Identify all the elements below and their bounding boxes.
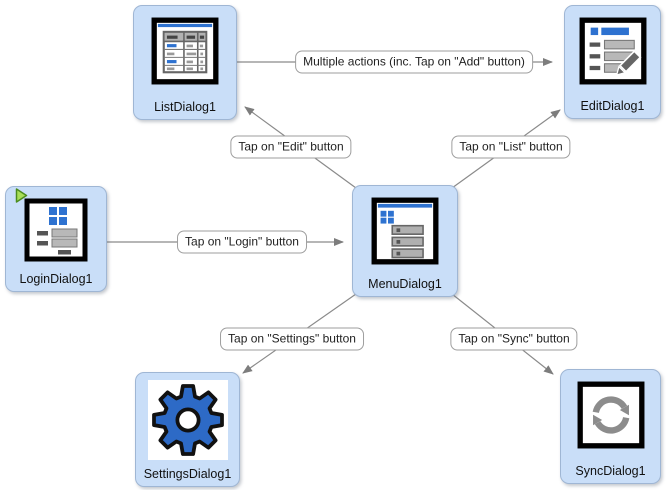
node-label: SettingsDialog1 bbox=[143, 467, 232, 481]
node-edit-dialog[interactable]: EditDialog1 bbox=[564, 5, 661, 119]
node-label: EditDialog1 bbox=[580, 99, 645, 113]
pencil-icon bbox=[615, 50, 641, 76]
node-label: MenuDialog1 bbox=[368, 277, 442, 291]
sync-icon bbox=[577, 381, 644, 449]
node-label: LoginDialog1 bbox=[19, 272, 93, 286]
edge-label-tap-edit[interactable]: Tap on "Edit" button bbox=[230, 135, 352, 159]
node-login-dialog[interactable]: LoginDialog1 bbox=[5, 186, 107, 292]
node-menu-dialog[interactable]: MenuDialog1 bbox=[352, 185, 458, 297]
login-form-icon bbox=[24, 198, 88, 262]
node-label: ListDialog1 bbox=[154, 100, 216, 114]
play-badge-icon bbox=[15, 188, 28, 203]
edit-form-icon bbox=[579, 17, 646, 85]
node-list-dialog[interactable]: ListDialog1 bbox=[133, 5, 237, 120]
table-list-icon bbox=[151, 17, 219, 85]
edge-label-multiple-actions[interactable]: Multiple actions (inc. Tap on "Add" butt… bbox=[295, 50, 533, 74]
edge-label-tap-list[interactable]: Tap on "List" button bbox=[451, 135, 571, 159]
node-settings-dialog[interactable]: SettingsDialog1 bbox=[135, 372, 240, 487]
edge-label-tap-sync[interactable]: Tap on "Sync" button bbox=[450, 327, 578, 351]
menu-buttons-icon bbox=[371, 197, 439, 265]
node-sync-dialog[interactable]: SyncDialog1 bbox=[560, 369, 661, 484]
edge-label-tap-login[interactable]: Tap on "Login" button bbox=[177, 230, 307, 254]
edge-label-tap-settings[interactable]: Tap on "Settings" button bbox=[220, 327, 364, 351]
node-label: SyncDialog1 bbox=[575, 464, 646, 478]
gear-icon bbox=[147, 380, 228, 460]
